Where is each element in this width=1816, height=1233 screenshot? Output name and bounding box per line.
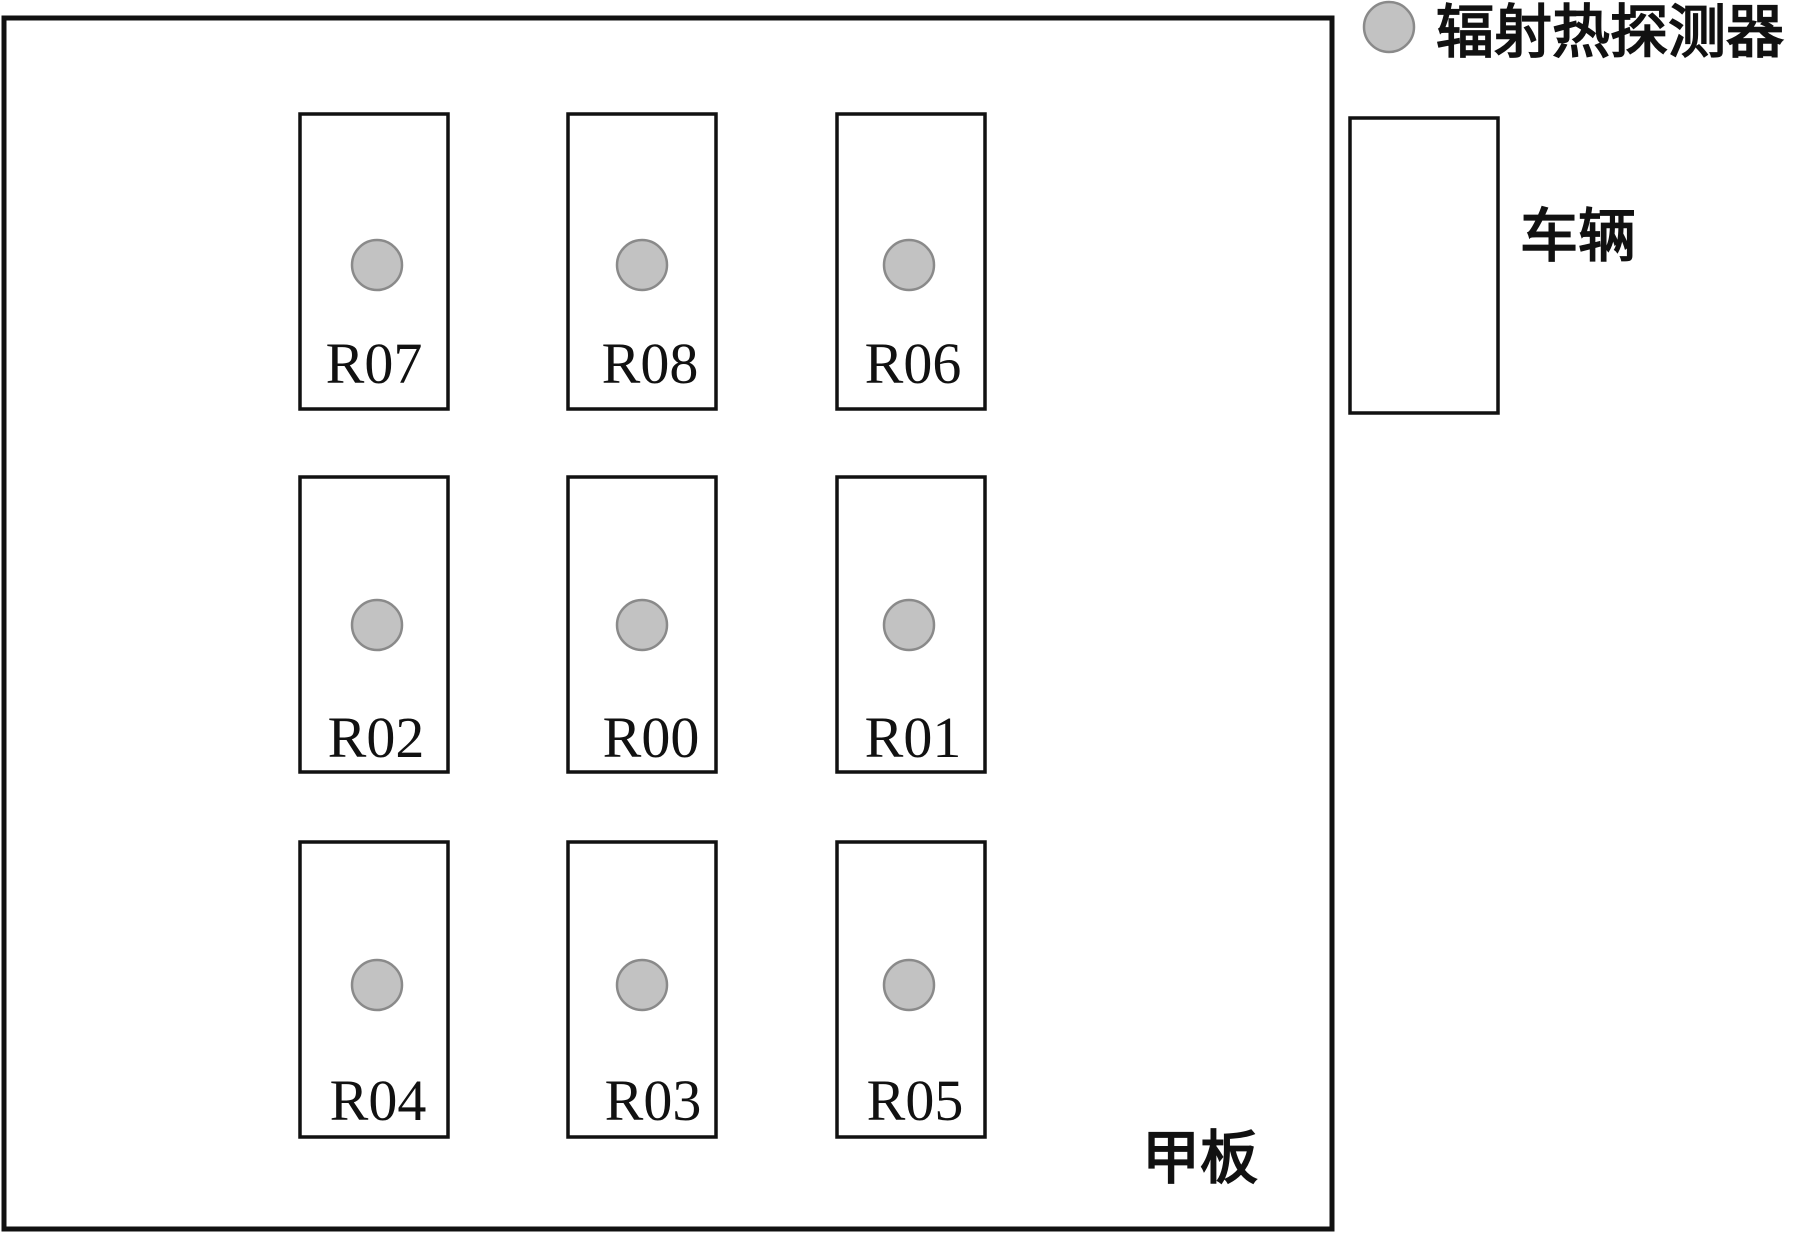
vehicle-label: R07 <box>326 331 423 396</box>
vehicle-r05: R05 <box>835 840 987 1139</box>
legend-vehicle-swatch <box>1348 116 1500 415</box>
vehicle-r02: R02 <box>298 475 450 774</box>
vehicle-r06: R06 <box>835 112 987 411</box>
vehicle-label: R02 <box>328 705 425 770</box>
detector-dot <box>882 958 936 1012</box>
legend-vehicle-label: 车辆 <box>1520 202 1636 270</box>
vehicle-label: R03 <box>605 1068 702 1133</box>
vehicle-label: R08 <box>602 331 699 396</box>
detector-dot <box>882 598 936 652</box>
vehicle-r03: R03 <box>566 840 718 1139</box>
vehicle-grid: R07 R08 R06 R02 R00 R01 <box>298 112 987 1139</box>
legend: 辐射热探测器 车辆 <box>1348 0 1785 415</box>
vehicle-r07: R07 <box>298 112 450 411</box>
detector-dot <box>350 238 404 292</box>
detector-dot <box>350 958 404 1012</box>
vehicle-r00: R00 <box>566 475 718 774</box>
detector-dot <box>615 238 669 292</box>
vehicle-label: R01 <box>865 705 962 770</box>
detector-dot <box>615 958 669 1012</box>
vehicle-label: R00 <box>603 705 700 770</box>
deck-label: 甲板 <box>1142 1124 1258 1192</box>
detector-dot <box>615 598 669 652</box>
legend-detector-label: 辐射热探测器 <box>1436 0 1785 66</box>
legend-detector-swatch <box>1362 0 1416 54</box>
detector-dot <box>882 238 936 292</box>
vehicle-r04: R04 <box>298 840 450 1139</box>
vehicle-box <box>298 840 450 1139</box>
vehicle-r08: R08 <box>566 112 718 411</box>
vehicle-label: R06 <box>865 331 962 396</box>
vehicle-label: R05 <box>867 1068 964 1133</box>
vehicle-label: R04 <box>330 1068 427 1133</box>
detector-dot <box>350 598 404 652</box>
vehicle-r01: R01 <box>835 475 987 774</box>
